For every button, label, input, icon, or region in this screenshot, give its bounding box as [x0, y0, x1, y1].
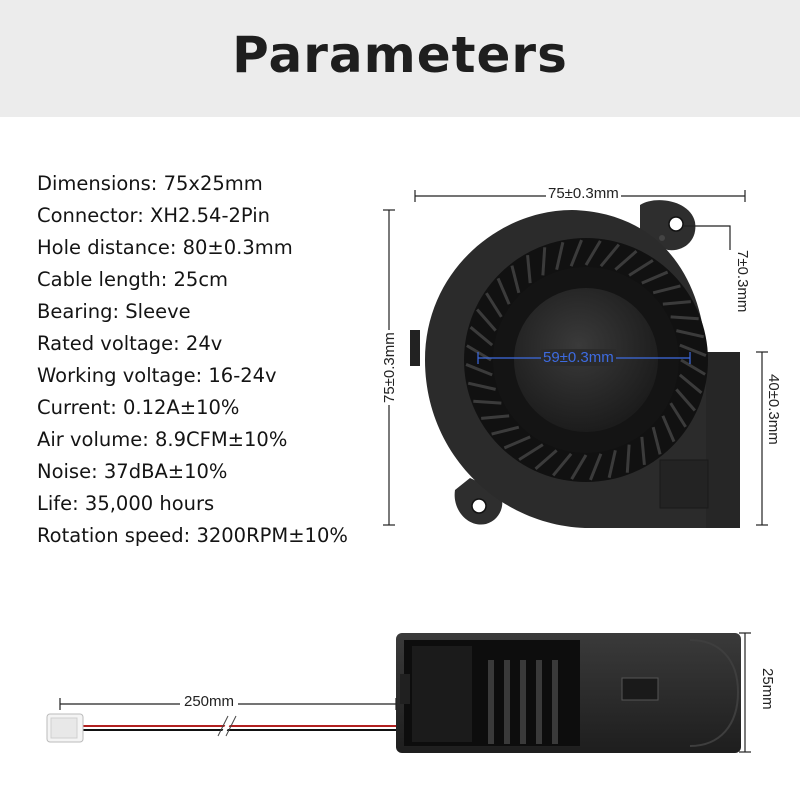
spec-item: Current: 0.12A±10%: [37, 392, 348, 424]
impeller-blade: [625, 444, 631, 473]
spec-label: Connector:: [37, 204, 144, 227]
spec-item: Working voltage: 16-24v: [37, 360, 348, 392]
spec-value: 37dBA±10%: [103, 460, 228, 483]
dimension-width-label: 75±0.3mm: [546, 185, 621, 202]
impeller-blade: [496, 277, 511, 305]
spec-value: 0.12A±10%: [123, 396, 240, 419]
impeller-blade: [678, 373, 703, 394]
spec-label: Rated voltage:: [37, 332, 180, 355]
spec-label: Cable length:: [37, 268, 168, 291]
spec-item: Rotation speed: 3200RPM±10%: [37, 520, 348, 552]
impeller-blade: [552, 452, 573, 477]
impeller-blade: [675, 388, 696, 412]
impeller-blade: [569, 239, 583, 267]
impeller-blade: [510, 265, 521, 294]
title-banner: Parameters: [0, 0, 800, 117]
spec-value: 3200RPM±10%: [196, 524, 348, 547]
impeller-blade: [476, 308, 497, 332]
mount-hole-icon: [668, 216, 684, 232]
spec-item: Cable length: 25cm: [37, 264, 348, 296]
impeller-blade: [570, 454, 588, 480]
impeller-blade: [652, 284, 681, 295]
spec-item: Rated voltage: 24v: [37, 328, 348, 360]
impeller-blade: [481, 414, 510, 420]
impeller-blade: [661, 415, 676, 443]
dimension-hole-offset-label: 7±0.3mm: [734, 250, 751, 313]
spec-label: Working voltage:: [37, 364, 203, 387]
impeller-blade: [467, 381, 496, 391]
impeller-blade: [662, 300, 691, 306]
spec-value: 35,000 hours: [84, 492, 215, 515]
impeller-blade: [491, 425, 520, 436]
spec-label: Bearing:: [37, 300, 120, 323]
spec-value: XH2.54-2Pin: [150, 204, 271, 227]
impeller-blade: [628, 259, 654, 277]
impeller-blade: [676, 329, 705, 339]
impeller-blade: [669, 402, 687, 428]
cable: [46, 713, 396, 743]
spec-item: Hole distance: 80±0.3mm: [37, 232, 348, 264]
impeller-blade: [555, 241, 565, 270]
impeller-blade: [651, 426, 662, 455]
spec-label: Air volume:: [37, 428, 149, 451]
impeller-blade: [589, 453, 603, 481]
spec-item: Noise: 37dBA±10%: [37, 456, 348, 488]
spec-label: Rotation speed:: [37, 524, 191, 547]
spec-value: 75x25mm: [163, 172, 263, 195]
spec-value: 16-24v: [208, 364, 277, 387]
impeller-blade: [485, 292, 503, 318]
impeller-blade: [518, 443, 544, 461]
spec-value: 25cm: [173, 268, 229, 291]
impeller-blade: [614, 250, 638, 271]
impeller-blade: [584, 240, 602, 266]
spec-list: Dimensions: 75x25mm Connector: XH2.54-2P…: [37, 168, 348, 552]
spec-value: 80±0.3mm: [182, 236, 293, 259]
impeller-blade: [680, 358, 706, 376]
spec-value: 8.9CFM±10%: [155, 428, 288, 451]
dimension-cable-label: 250mm: [180, 693, 239, 710]
impeller-blade: [670, 315, 699, 321]
dimension-height-label: 75±0.3mm: [381, 330, 398, 405]
impeller-blade: [526, 255, 532, 284]
spec-label: Noise:: [37, 460, 98, 483]
spec-label: Current:: [37, 396, 117, 419]
impeller-blade: [541, 247, 547, 276]
spec-item: Dimensions: 75x25mm: [37, 168, 348, 200]
impeller-blade: [641, 270, 669, 285]
impeller-blade: [607, 450, 617, 479]
spec-label: Life:: [37, 492, 79, 515]
spec-label: Hole distance:: [37, 236, 177, 259]
mount-hole-icon: [471, 498, 487, 514]
spec-item: Life: 35,000 hours: [37, 488, 348, 520]
impeller-blade: [503, 435, 531, 450]
impeller-blade: [473, 399, 502, 405]
spec-label: Dimensions:: [37, 172, 158, 195]
spec-item: Bearing: Sleeve: [37, 296, 348, 328]
impeller-blade: [640, 436, 646, 465]
spec-value: 24v: [185, 332, 223, 355]
spec-value: Sleeve: [125, 300, 191, 323]
fan-side-view: [396, 633, 741, 753]
spec-item: Connector: XH2.54-2Pin: [37, 200, 348, 232]
impeller-blade: [465, 363, 493, 377]
impeller-blade: [679, 343, 707, 357]
impeller-blade: [534, 449, 558, 470]
page-title: Parameters: [232, 26, 568, 84]
impeller-blade: [469, 326, 494, 347]
spec-item: Air volume: 8.9CFM±10%: [37, 424, 348, 456]
dimension-outlet-label: 40±0.3mm: [765, 374, 782, 445]
dimension-inlet-label: 59±0.3mm: [541, 349, 616, 366]
impeller-blade: [599, 243, 620, 268]
dimension-thickness-label: 25mm: [759, 668, 776, 710]
fan-front-view: [410, 200, 740, 528]
